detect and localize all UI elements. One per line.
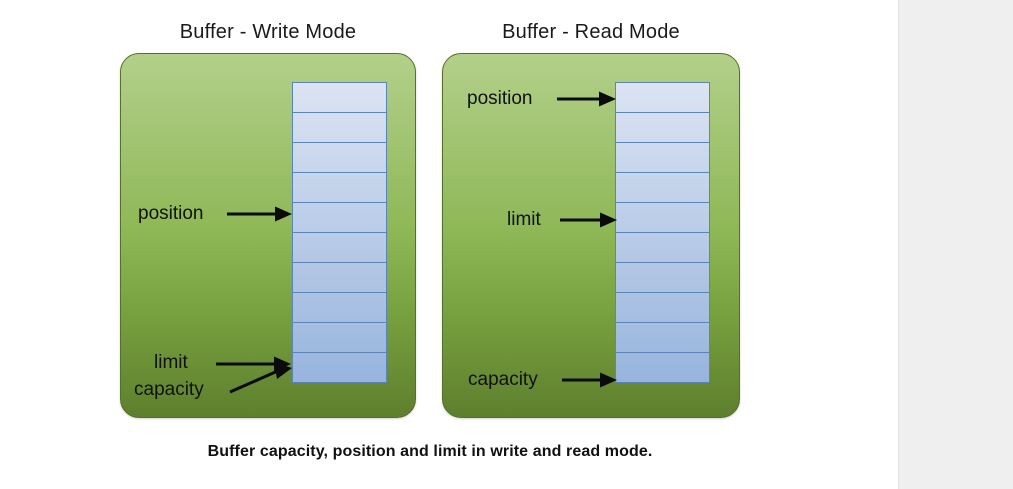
buffer-cell — [292, 142, 387, 173]
figure-caption: Buffer capacity, position and limit in w… — [207, 443, 653, 460]
buffer-cell — [292, 232, 387, 263]
read-mode-title: Buffer - Read Mode — [502, 21, 680, 43]
buffer-cell — [292, 172, 387, 203]
buffer-cell — [292, 82, 387, 113]
buffer-diagram: Buffer - Write Mode position limit — [120, 21, 740, 460]
read-limit-label: limit — [507, 209, 541, 230]
read-limit-arrow — [560, 212, 617, 228]
write-mode-title: Buffer - Write Mode — [179, 21, 357, 43]
buffer-cell — [292, 202, 387, 233]
write-capacity-label: capacity — [134, 379, 204, 400]
buffer-cell — [615, 202, 710, 233]
buffer-cell — [615, 292, 710, 323]
read-mode-panel — [442, 53, 740, 418]
write-mode-buffer-cells — [292, 82, 387, 383]
read-position-label: position — [467, 88, 533, 109]
buffer-cell — [615, 142, 710, 173]
read-capacity-arrow — [562, 372, 617, 388]
write-mode-panel — [120, 53, 416, 418]
right-gutter-panel — [898, 0, 1013, 489]
buffer-cell — [615, 352, 710, 383]
read-capacity-label: capacity — [468, 369, 538, 390]
write-position-label: position — [138, 203, 204, 224]
read-mode-buffer-cells — [615, 82, 710, 383]
buffer-cell — [615, 322, 710, 353]
buffer-cell — [615, 172, 710, 203]
write-position-arrow — [227, 206, 292, 222]
buffer-cell — [615, 112, 710, 143]
buffer-cell — [615, 82, 710, 113]
buffer-cell — [615, 232, 710, 263]
buffer-cell — [292, 112, 387, 143]
read-position-arrow — [557, 91, 616, 107]
buffer-cell — [292, 322, 387, 353]
buffer-cell — [615, 262, 710, 293]
write-capacity-arrow — [229, 362, 292, 394]
buffer-cell — [292, 292, 387, 323]
write-limit-label: limit — [154, 352, 188, 373]
buffer-cell — [292, 352, 387, 383]
buffer-cell — [292, 262, 387, 293]
